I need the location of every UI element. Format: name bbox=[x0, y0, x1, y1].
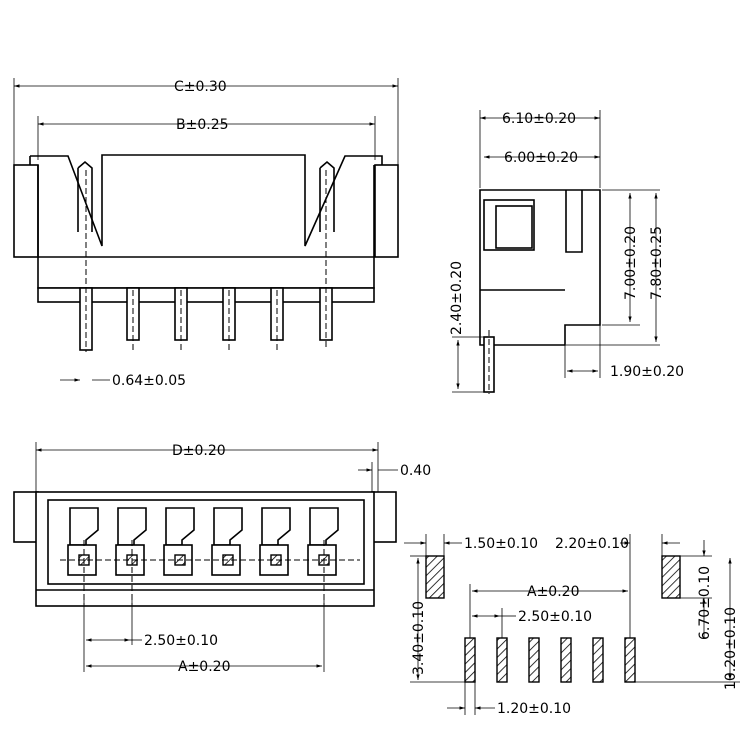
dim-pcb-340-label: 3.40±0.10 bbox=[411, 601, 427, 675]
pcb-pads bbox=[464, 637, 636, 683]
dim-b-label: B±0.25 bbox=[176, 117, 229, 133]
dim-top-a-label: A±0.20 bbox=[178, 659, 230, 675]
dim-pcb-670-label: 6.70±0.10 bbox=[697, 566, 713, 640]
front-view: C±0.30 B±0.25 bbox=[13, 78, 399, 389]
dim-700-label: 7.00±0.20 bbox=[623, 226, 639, 300]
dim-pcb-220-label: 2.20±0.10 bbox=[555, 536, 629, 552]
pcb-layout: 1.50±0.10 2.20±0.10 A±0.20 2.50±0.10 6.7… bbox=[404, 534, 740, 717]
dim-c-label: C±0.30 bbox=[174, 79, 227, 95]
dim-pcb-150-label: 1.50±0.10 bbox=[464, 536, 538, 552]
dim-pcb-pitch-label: 2.50±0.10 bbox=[518, 609, 592, 625]
top-view: D±0.20 0.40 bbox=[13, 442, 431, 675]
dim-pcb-a-label: A±0.20 bbox=[527, 584, 579, 600]
front-pins bbox=[79, 170, 333, 352]
dim-top-pitch-label: 2.50±0.10 bbox=[144, 633, 218, 649]
dim-pin-width-label: 0.64±0.05 bbox=[112, 373, 186, 389]
side-view: 6.10±0.20 6.00±0.20 7.00±0.20 7.80±0.25 … bbox=[449, 110, 684, 394]
dim-d-label: D±0.20 bbox=[172, 443, 226, 459]
dim-pcb-120-label: 1.20±0.10 bbox=[497, 701, 571, 717]
dim-040-label: 0.40 bbox=[400, 463, 431, 479]
top-cavities bbox=[60, 507, 360, 605]
dim-600-label: 6.00±0.20 bbox=[504, 150, 578, 166]
dim-240-label: 2.40±0.20 bbox=[449, 261, 465, 335]
dim-610-label: 6.10±0.20 bbox=[502, 111, 576, 127]
dim-780-label: 7.80±0.25 bbox=[649, 226, 665, 300]
dim-pcb-1020-label: 10.20±0.10 bbox=[723, 607, 739, 690]
dim-190-label: 1.90±0.20 bbox=[610, 364, 684, 380]
